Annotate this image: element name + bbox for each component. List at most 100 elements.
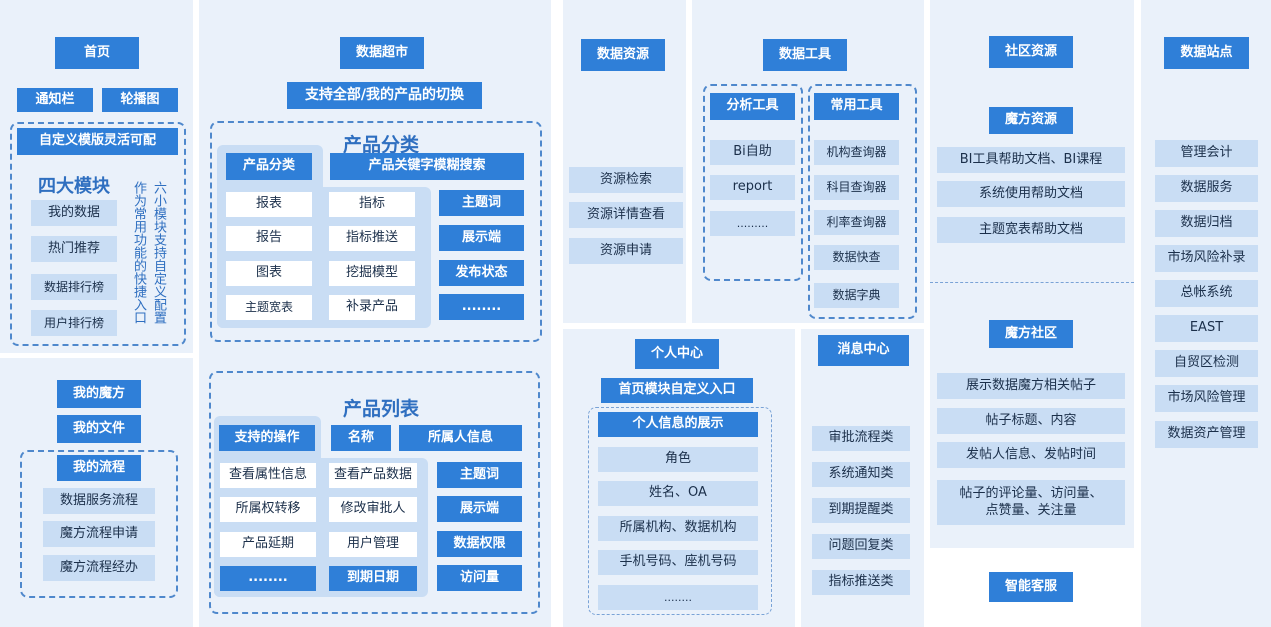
resource-doc-item: 系统使用帮助文档 [937, 181, 1125, 207]
message-item: 审批流程类 [812, 426, 910, 451]
carousel-tag: 轮播图 [102, 88, 178, 112]
switch-label: 支持全部/我的产品的切换 [287, 82, 482, 109]
analysis-item: ......... [710, 211, 795, 236]
home-title: 首页 [55, 37, 139, 69]
resource-doc-item: 主题宽表帮助文档 [937, 217, 1125, 243]
common-tools-group [808, 84, 917, 319]
home-template-group [10, 122, 186, 346]
category-cell: 挖掘模型 [329, 261, 415, 286]
analysis-item: Bi自助 [710, 140, 795, 165]
tools-title: 数据工具 [763, 39, 847, 71]
module-item: 热门推荐 [31, 236, 117, 262]
analysis-tools-title: 分析工具 [710, 93, 795, 120]
keyword-search-label: 产品关键字模糊搜索 [330, 153, 524, 180]
my-process-title: 我的流程 [57, 455, 141, 481]
module-item: 数据排行榜 [31, 274, 117, 300]
site-item: 总帐系统 [1155, 280, 1258, 307]
list-side-item: 主题词 [437, 462, 522, 488]
resource-item: 资源详情查看 [569, 202, 683, 228]
owner-tab: 所属人信息 [399, 425, 522, 451]
community-item: 展示数据魔方相关帖子 [937, 373, 1125, 399]
magic-resource-title: 魔方资源 [989, 107, 1073, 134]
custom-template-label: 自定义模版灵活可配 [17, 128, 178, 155]
ops-cell: 查看产品数据 [329, 463, 417, 488]
ops-cell: 用户管理 [329, 532, 417, 557]
common-tools-title: 常用工具 [814, 93, 899, 120]
common-item: 数据字典 [814, 283, 899, 308]
common-item: 数据快查 [814, 245, 899, 270]
site-item: 市场风险补录 [1155, 245, 1258, 272]
category-cell: 指标推送 [329, 226, 415, 251]
ops-cell: 所属权转移 [220, 497, 316, 522]
product-category-title: 产品分类 [343, 134, 420, 156]
vertical-note-shortcut: 作为常用功能的快捷入口 [131, 181, 146, 324]
custom-entry-label: 首页模块自定义入口 [601, 378, 753, 403]
ops-cell: 产品延期 [220, 532, 316, 557]
process-item: 魔方流程经办 [43, 555, 155, 581]
ops-cell: 查看属性信息 [220, 463, 316, 488]
message-item: 指标推送类 [812, 570, 910, 595]
panel-site [1141, 0, 1271, 627]
message-item: 问题回复类 [812, 534, 910, 559]
personal-info-group [588, 407, 772, 615]
list-side-item: 数据权限 [437, 531, 522, 557]
category-side-item: ........ [439, 294, 524, 320]
product-category-group [210, 121, 542, 342]
message-item: 到期提醒类 [812, 498, 910, 523]
site-item: 数据归档 [1155, 210, 1258, 237]
my-files-title: 我的文件 [57, 415, 141, 443]
category-cell: 补录产品 [329, 295, 415, 320]
resource-item: 资源检索 [569, 167, 683, 193]
ops-tab: 支持的操作 [219, 425, 315, 451]
personal-info-item: 手机号码、座机号码 [598, 550, 758, 575]
category-side-item: 发布状态 [439, 260, 524, 286]
analysis-item: report [710, 175, 795, 200]
resource-doc-item: BI工具帮助文档、BI课程 [937, 147, 1125, 173]
personal-info-item: ........ [598, 585, 758, 610]
market-title: 数据超市 [340, 37, 424, 69]
vertical-note-config: 六小模块支持自定义配置 [151, 181, 166, 324]
list-side-item: 展示端 [437, 496, 522, 522]
message-title: 消息中心 [818, 335, 909, 366]
module-item: 用户排行榜 [31, 310, 117, 336]
notice-bar-tag: 通知栏 [17, 88, 93, 112]
category-cell: 指标 [329, 192, 415, 217]
my-process-group [20, 450, 178, 598]
category-cell: 图表 [226, 261, 312, 286]
site-item: 管理会计 [1155, 140, 1258, 167]
personal-info-item: 角色 [598, 447, 758, 472]
personal-info-item: 所属机构、数据机构 [598, 516, 758, 541]
category-tab: 产品分类 [226, 153, 312, 180]
ops-cell: 修改审批人 [329, 497, 417, 522]
common-item: 机构查询器 [814, 140, 899, 165]
community-item: 帖子的评论量、访问量、 点赞量、关注量 [937, 480, 1125, 525]
ops-cell-expire: 到期日期 [329, 566, 417, 591]
community-title: 社区资源 [989, 36, 1073, 68]
category-cell: 报表 [226, 192, 312, 217]
site-item: EAST [1155, 315, 1258, 342]
category-side-item: 展示端 [439, 225, 524, 251]
personal-info-item: 姓名、OA [598, 481, 758, 506]
process-item: 数据服务流程 [43, 488, 155, 514]
category-cell: 主题宽表 [226, 295, 312, 320]
list-side-item: 访问量 [437, 565, 522, 591]
site-item: 自贸区检测 [1155, 350, 1258, 377]
four-modules-title: 四大模块 [38, 176, 110, 197]
my-magic-title: 我的魔方 [57, 380, 141, 408]
product-list-title: 产品列表 [343, 398, 420, 420]
product-list-group [209, 371, 540, 614]
site-item: 市场风险管理 [1155, 385, 1258, 412]
category-side-item: 主题词 [439, 190, 524, 216]
community-item: 发帖人信息、发帖时间 [937, 442, 1125, 468]
site-item: 数据服务 [1155, 175, 1258, 202]
community-separator [930, 282, 1134, 283]
resource-title: 数据资源 [581, 39, 665, 71]
common-item: 利率查询器 [814, 210, 899, 235]
ops-cell-more: ........ [220, 566, 316, 591]
magic-community-title: 魔方社区 [989, 320, 1073, 348]
personal-title: 个人中心 [635, 339, 719, 369]
common-item: 科目查询器 [814, 175, 899, 200]
category-cell: 报告 [226, 226, 312, 251]
site-title: 数据站点 [1164, 37, 1249, 69]
community-item: 帖子标题、内容 [937, 408, 1125, 434]
